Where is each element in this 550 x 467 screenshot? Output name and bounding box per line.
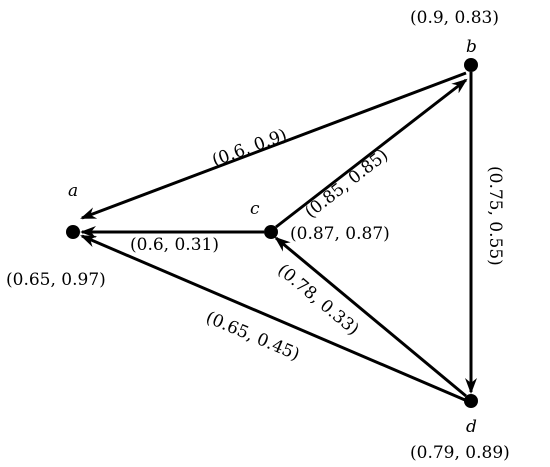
node-d-name: d [466, 417, 477, 437]
node-b-name: b [466, 37, 477, 57]
edge-d-to-c [274, 236, 467, 398]
edge-label-d-a: (0.65, 0.45) [203, 308, 303, 365]
edge-label-b-d: (0.75, 0.55) [485, 166, 505, 266]
node-c-name: c [250, 199, 260, 219]
node-a-value: (0.65, 0.97) [6, 270, 106, 290]
node-a-dot [66, 225, 80, 239]
node-b-dot [464, 58, 478, 72]
edge-label-b-a: (0.6, 0.9) [209, 125, 289, 171]
node-d-dot [464, 394, 478, 408]
node-c-value: (0.87, 0.87) [290, 224, 390, 244]
node-d-value: (0.79, 0.89) [410, 443, 510, 463]
edge-b-to-a [80, 71, 467, 220]
edge-label-c-a: (0.6, 0.31) [130, 235, 219, 255]
edge-label-c-b: (0.85, 0.85) [301, 145, 392, 222]
edge-c-to-b [275, 78, 468, 229]
node-a-name: a [68, 181, 78, 201]
node-b-value: (0.9, 0.83) [410, 8, 499, 28]
node-c-dot [264, 225, 278, 239]
edge-d-to-a [80, 234, 466, 402]
